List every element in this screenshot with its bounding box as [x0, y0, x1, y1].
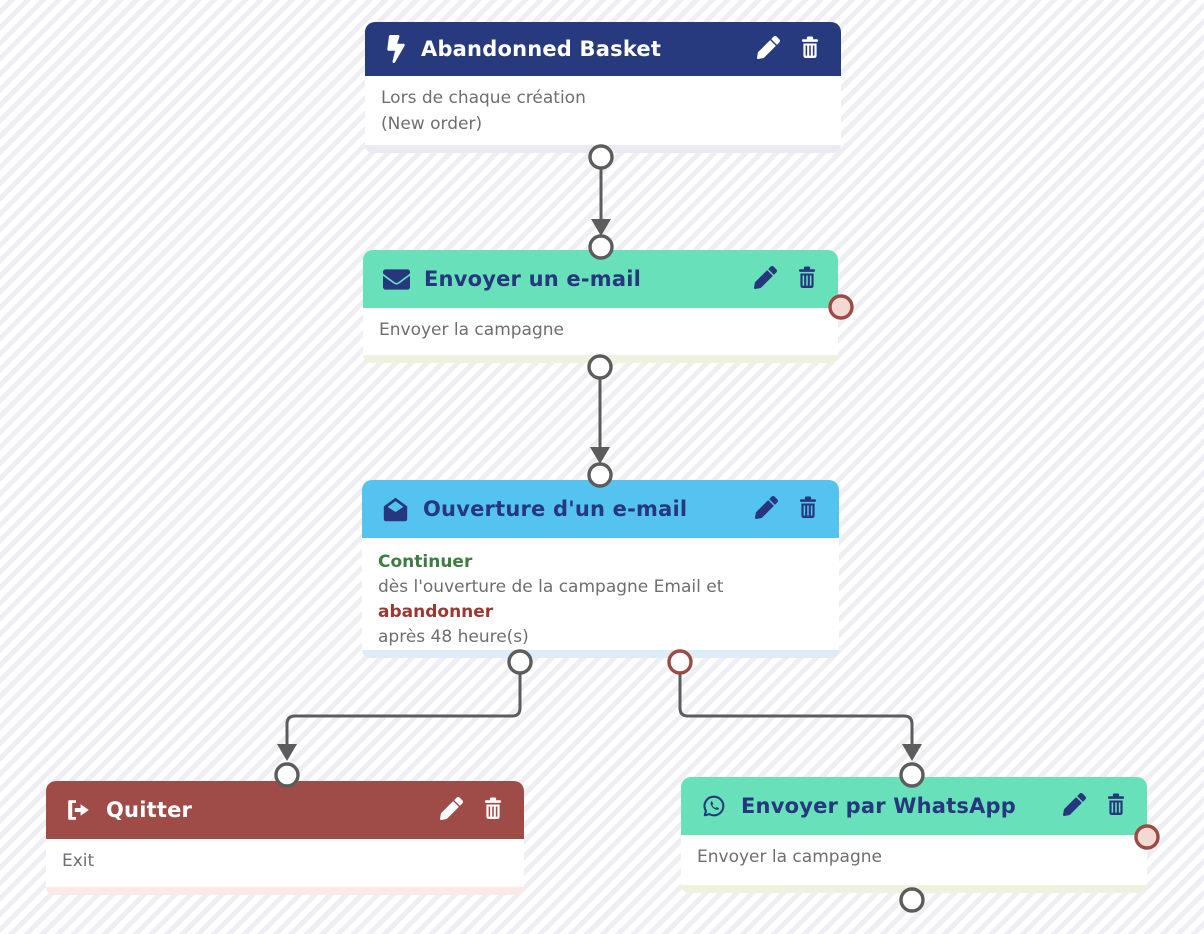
node-header: Envoyer un e-mail	[363, 250, 838, 308]
edit-button[interactable]	[755, 495, 778, 523]
node-description: Envoyer la campagne	[363, 308, 838, 355]
edit-button[interactable]	[440, 796, 463, 824]
node-shadow-strip	[46, 887, 524, 895]
node-header: Quitter	[46, 781, 524, 839]
description-line: Lors de chaque création	[381, 88, 586, 108]
edit-button[interactable]	[757, 35, 780, 63]
description-line: Exit	[62, 851, 95, 871]
continue-label: Continuer	[378, 552, 473, 572]
node-title: Quitter	[106, 798, 193, 822]
condition-text: dès l'ouverture de la campagne Email et	[378, 577, 724, 597]
envelope-open-icon	[382, 496, 409, 523]
pencil-icon	[757, 35, 780, 63]
connector-arrowhead	[277, 744, 297, 761]
node-description: Envoyer la campagne	[681, 835, 1147, 885]
trash-icon	[797, 495, 819, 523]
node-header: Envoyer par WhatsApp	[681, 777, 1147, 835]
edit-button[interactable]	[1063, 792, 1086, 820]
node-quitter[interactable]: Quitter Exit	[46, 781, 524, 895]
pencil-icon	[1063, 792, 1086, 820]
node-title: Envoyer par WhatsApp	[741, 794, 1017, 818]
input-port[interactable]	[274, 762, 300, 788]
input-port[interactable]	[587, 462, 613, 488]
node-description: Lors de chaque création (New order)	[365, 76, 841, 145]
connector-line	[285, 673, 522, 746]
output-port[interactable]	[588, 144, 614, 170]
trash-icon	[482, 796, 504, 824]
connector-arrowhead	[591, 219, 611, 236]
connector-arrowhead	[902, 744, 922, 761]
description-line: Envoyer la campagne	[697, 847, 882, 867]
pencil-icon	[754, 265, 777, 293]
connector-line	[678, 674, 914, 746]
description-line: Envoyer la campagne	[379, 320, 564, 340]
continue-output-port[interactable]	[507, 649, 533, 675]
description-line: (New order)	[381, 114, 483, 134]
delete-button[interactable]	[796, 265, 818, 293]
error-port[interactable]	[1134, 824, 1160, 850]
sign-out-icon	[66, 798, 92, 822]
node-description: Exit	[46, 839, 524, 887]
delete-button[interactable]	[799, 35, 821, 63]
input-port[interactable]	[588, 234, 614, 260]
abandon-output-port[interactable]	[667, 649, 693, 675]
node-abandonned-basket[interactable]: Abandonned Basket Lors de chaque créatio…	[365, 22, 841, 153]
abandon-label: abandonner	[378, 602, 494, 622]
trash-icon	[1105, 792, 1127, 820]
delete-button[interactable]	[482, 796, 504, 824]
input-port[interactable]	[899, 762, 925, 788]
whatsapp-icon	[701, 793, 727, 819]
output-port[interactable]	[899, 887, 925, 913]
node-title: Abandonned Basket	[421, 37, 662, 61]
node-header: Abandonned Basket	[365, 22, 841, 76]
node-send-email[interactable]: Envoyer un e-mail Envoyer la campagne	[363, 250, 838, 363]
node-email-open-condition[interactable]: Ouverture d'un e-mail Continuer dès l'ou…	[362, 480, 839, 658]
node-header: Ouverture d'un e-mail	[362, 480, 839, 538]
envelope-icon	[383, 266, 410, 293]
pencil-icon	[755, 495, 778, 523]
node-description: Continuer dès l'ouverture de la campagne…	[362, 538, 839, 650]
node-send-whatsapp[interactable]: Envoyer par WhatsApp Envoyer la campagne	[681, 777, 1147, 893]
trash-icon	[799, 35, 821, 63]
node-shadow-strip	[362, 650, 839, 658]
pencil-icon	[440, 796, 463, 824]
delete-button[interactable]	[1105, 792, 1127, 820]
delete-button[interactable]	[797, 495, 819, 523]
node-title: Ouverture d'un e-mail	[423, 497, 688, 521]
node-title: Envoyer un e-mail	[424, 267, 642, 291]
connector-arrowhead	[590, 447, 610, 464]
error-port[interactable]	[828, 294, 854, 320]
output-port[interactable]	[587, 354, 613, 380]
edit-button[interactable]	[754, 265, 777, 293]
delay-text: après 48 heure(s)	[378, 627, 529, 647]
lightning-icon	[385, 35, 407, 63]
trash-icon	[796, 265, 818, 293]
